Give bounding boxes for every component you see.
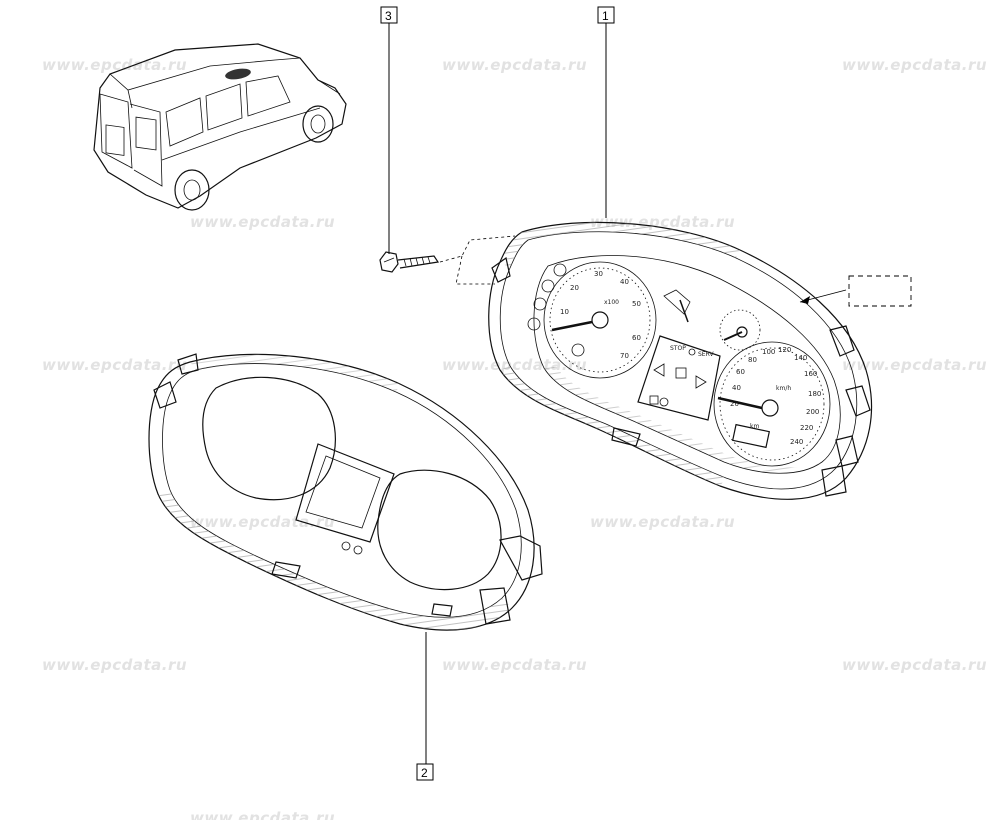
connector-reference-box [799,275,912,307]
watermark-text: www.epcdata.ru [190,809,335,820]
cluster-bezel [148,353,543,631]
central-display: STOP SERV [637,335,721,421]
callout-1-label: 1 [602,9,609,23]
tacho-unit: x100 [604,299,619,306]
speedo-tick-label: 20 [730,400,739,408]
speedo-tick-label: 240 [790,438,803,446]
speedo-tick-label: 40 [732,384,741,392]
screw [379,251,440,273]
watermark-text: www.epcdata.ru [590,513,735,531]
tacho-tick-label: 30 [594,270,603,278]
display-stop-label: STOP [670,345,686,352]
speedo-tick-label: 160 [804,370,817,378]
watermark-text: www.epcdata.ru [442,56,587,74]
watermark-text: www.epcdata.ru [842,56,987,74]
tacho-tick-label: 20 [570,284,579,292]
tacho-tick-label: 10 [560,308,569,316]
tacho-tick-label: 50 [632,300,641,308]
speedo-tick-label: 220 [800,424,813,432]
watermarks: www.epcdata.ru www.epcdata.ru www.epcdat… [42,56,987,820]
watermark-text: www.epcdata.ru [442,356,587,374]
callout-2-label: 2 [421,766,428,780]
warning-lamps-left [527,263,567,331]
speedo-tick-label: 80 [748,356,757,364]
watermark-text: www.epcdata.ru [190,213,335,231]
display-serv-label: SERV [698,351,714,358]
speedo-unit: km/h [776,385,791,392]
tacho-tick-label: 40 [620,278,629,286]
temperature-gauge [719,309,761,351]
tachometer: 10 20 30 40 50 60 70 x100 [543,261,657,379]
callout-3: 3 [380,6,398,254]
speedo-tick-label: 120 [778,346,791,354]
callout-3-label: 3 [385,9,392,23]
callout-2: 2 [416,632,434,781]
fuel-gauge [663,289,691,323]
speedo-tick-label: 180 [808,390,821,398]
tacho-tick-label: 70 [620,352,629,360]
watermark-text: www.epcdata.ru [442,656,587,674]
watermark-text: www.epcdata.ru [42,356,187,374]
odometer-unit: km [750,423,759,430]
speedo-tick-label: 100 [762,348,775,356]
watermark-text: www.epcdata.ru [190,513,335,531]
tacho-tick-label: 60 [632,334,641,342]
watermark-text: www.epcdata.ru [842,356,987,374]
speedo-tick-label: 60 [736,368,745,376]
speedo-tick-label: 200 [806,408,819,416]
watermark-text: www.epcdata.ru [842,656,987,674]
instrument-cluster-assembly: 10 20 30 40 50 60 70 x100 STOP SER [488,221,873,500]
speedometer: 20 40 60 80 100 120 140 160 180 200 220 … [713,341,831,467]
callout-1: 1 [597,6,615,218]
speedo-tick-label: 140 [794,354,807,362]
watermark-text: www.epcdata.ru [42,656,187,674]
vehicle-illustration [93,43,347,211]
watermark-text: www.epcdata.ru [42,56,187,74]
